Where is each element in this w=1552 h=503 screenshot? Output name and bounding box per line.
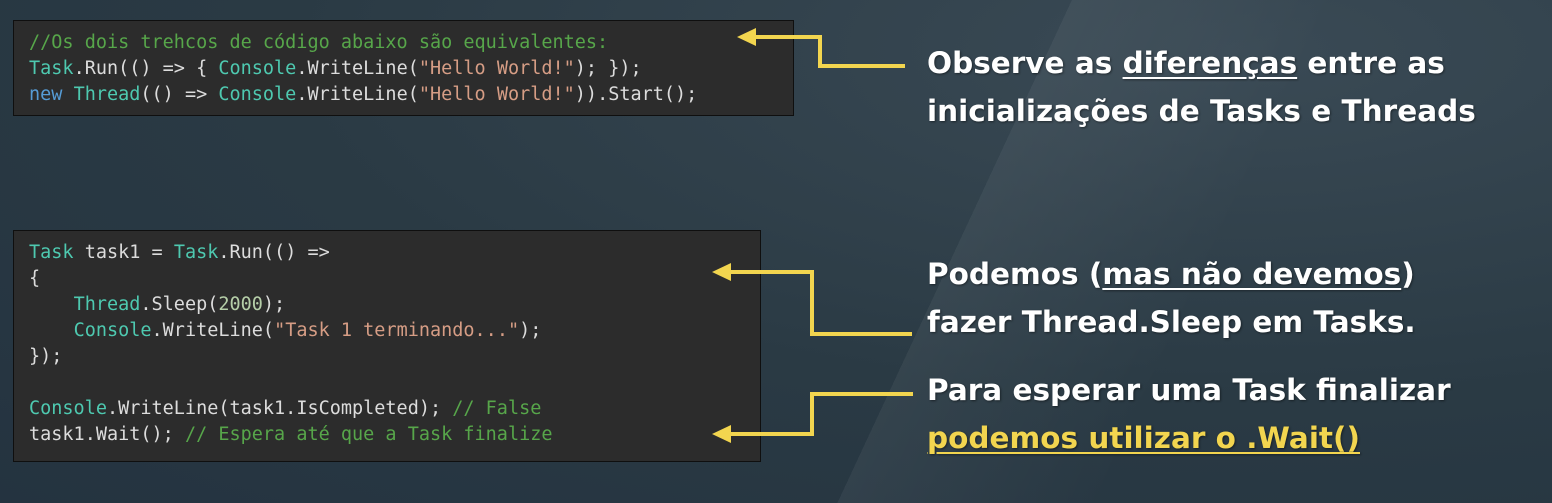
arrow-3	[727, 392, 913, 436]
callout-2-line2: fazer Thread.Sleep em Tasks.	[927, 305, 1416, 339]
callout-1-line2: inicializações de Tasks e Threads	[927, 94, 1476, 128]
callout-1-line1: Observe as diferenças entre as	[927, 46, 1445, 80]
code-block-task-sleep-wait: Task task1 = Task.Run(() => { Thread.Slee…	[13, 230, 761, 462]
code-line-iscompleted: Console.WriteLine(task1.IsCompleted); //…	[29, 398, 542, 419]
code-line-open-brace: {	[29, 268, 41, 289]
underlined-differences: diferenças	[1122, 46, 1298, 80]
code-line-task-run: Task.Run(() => { Console.WriteLine("Hell…	[29, 58, 642, 79]
callout-2-line1: Podemos (mas não devemos)	[927, 257, 1415, 291]
callout-3-line1: Para esperar uma Task finalizar	[927, 373, 1451, 407]
code-line-task-declare: Task task1 = Task.Run(() =>	[29, 242, 330, 263]
arrow-1	[752, 35, 905, 68]
arrow-3-head	[712, 425, 731, 443]
code-line-close-brace: });	[29, 346, 63, 367]
code-line-thread-sleep: Thread.Sleep(2000);	[73, 294, 286, 315]
code-line-writeline-task1: Console.WriteLine("Task 1 terminando..."…	[73, 320, 542, 341]
arrow-2-head	[712, 263, 731, 281]
code-block-equivalents: //Os dois trehcos de código abaixo são e…	[13, 20, 794, 116]
arrow-1-head	[737, 28, 756, 46]
underlined-but-should-not: mas não devemos	[1102, 257, 1402, 291]
callout-3-line2-highlight: podemos utilizar o .Wait()	[927, 421, 1360, 455]
code-line-new-thread: new Thread(() => Console.WriteLine("Hell…	[29, 84, 698, 105]
code-line-wait: task1.Wait(); // Espera até que a Task f…	[29, 424, 553, 445]
code-comment: //Os dois trehcos de código abaixo são e…	[29, 32, 609, 53]
arrow-2	[727, 270, 912, 336]
